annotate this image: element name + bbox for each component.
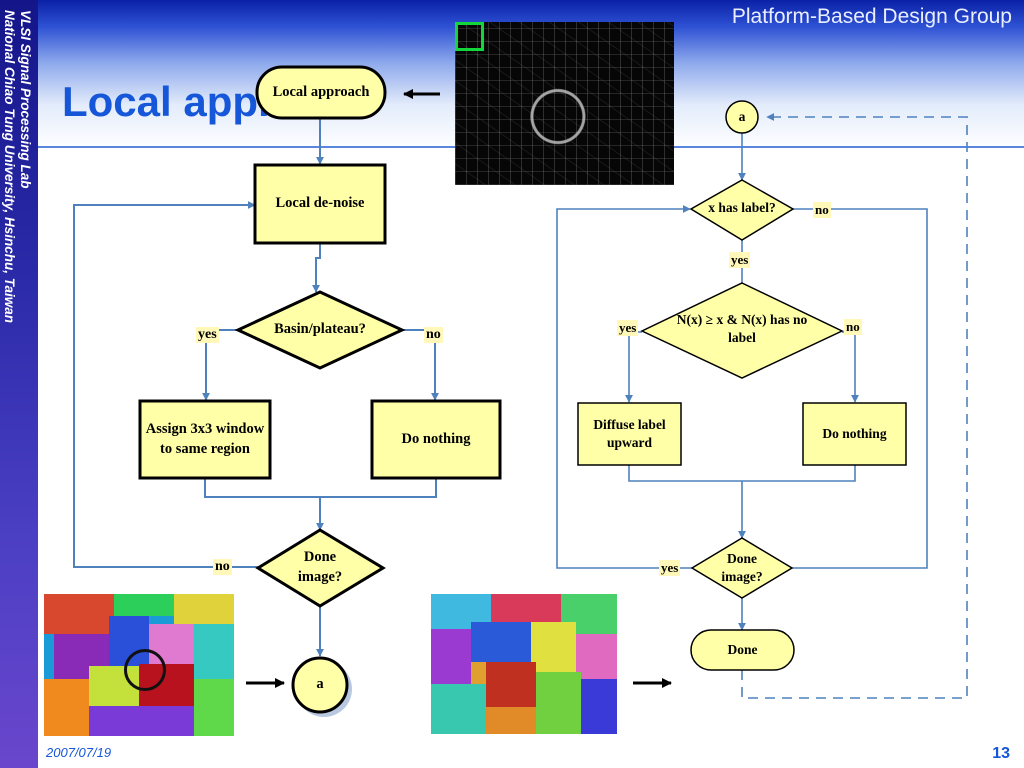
haslabel-no-label: no bbox=[813, 202, 831, 218]
page-number: 13 bbox=[992, 745, 1010, 762]
haslabel-yes-label: yes bbox=[729, 252, 751, 268]
right-done-label: Done image? bbox=[721, 550, 763, 584]
arrow-done-no-loop bbox=[73, 201, 258, 568]
merge-line bbox=[204, 478, 437, 498]
denoise-label: Local de-noise bbox=[275, 195, 365, 212]
left-done-no-label: no bbox=[213, 559, 232, 575]
right-done-decision bbox=[690, 537, 794, 599]
group-name: Platform-Based Design Group bbox=[731, 5, 1012, 28]
left-done-label: Done image? bbox=[297, 549, 343, 585]
sidebar-band: VLSI Signal Processing Lab National Chia… bbox=[0, 0, 38, 768]
window-highlight-box bbox=[455, 22, 484, 51]
edge-map-image bbox=[455, 22, 674, 185]
right-merge-line bbox=[628, 465, 856, 482]
neighbor-decision bbox=[640, 282, 844, 379]
assign-box bbox=[138, 399, 272, 480]
done-label: Done bbox=[727, 641, 758, 657]
pointer-arrows bbox=[246, 89, 672, 688]
right-done-yes-label: yes bbox=[659, 560, 681, 576]
denoise-box bbox=[253, 163, 387, 245]
arrow-haslabel-no bbox=[792, 208, 928, 569]
basin-yes-label: yes bbox=[196, 327, 219, 343]
arrow-denoise-to-basin bbox=[312, 244, 321, 293]
done-terminal bbox=[690, 629, 795, 671]
left-flow-connectors bbox=[73, 118, 439, 657]
neighbor-label: N(x) ≥ x & N(x) has no label bbox=[676, 311, 808, 345]
left-nothing-box bbox=[370, 399, 502, 480]
dashed-loop-back bbox=[741, 113, 968, 699]
basin-no-label: no bbox=[424, 327, 443, 343]
diffuse-label: Diffuse label upward bbox=[593, 416, 666, 450]
arrow-neighbor-yes bbox=[625, 331, 642, 403]
start-terminal bbox=[255, 65, 387, 120]
segmentation-result-after bbox=[431, 594, 617, 734]
diffuse-box bbox=[577, 402, 682, 466]
right-flow-shapes bbox=[577, 100, 907, 671]
left-connector-label: a bbox=[316, 676, 324, 693]
haslabel-decision bbox=[689, 179, 795, 241]
assign-label: Assign 3x3 window to same region bbox=[145, 420, 265, 457]
right-connector-a bbox=[725, 100, 759, 134]
arrow-right-done-yes-loop bbox=[556, 205, 692, 569]
basin-label: Basin/plateau? bbox=[274, 321, 366, 338]
footer-date: 2007/07/19 bbox=[46, 745, 112, 760]
left-connector-a bbox=[291, 656, 349, 714]
right-connector-label: a bbox=[738, 108, 746, 124]
left-flow-shapes bbox=[138, 65, 502, 717]
right-nothing-box bbox=[802, 402, 907, 466]
haslabel-label: x has label? bbox=[708, 199, 776, 215]
basin-decision bbox=[234, 290, 406, 370]
left-done-decision bbox=[255, 528, 386, 608]
neighbor-yes-label: yes bbox=[617, 320, 639, 336]
left-nothing-label: Do nothing bbox=[401, 430, 471, 447]
neighbor-no-label: no bbox=[844, 319, 862, 335]
start-label: Local approach bbox=[272, 83, 370, 100]
arrow-neighbor-no bbox=[842, 331, 859, 403]
segmentation-result-before bbox=[44, 594, 234, 736]
right-nothing-label: Do nothing bbox=[822, 425, 887, 441]
